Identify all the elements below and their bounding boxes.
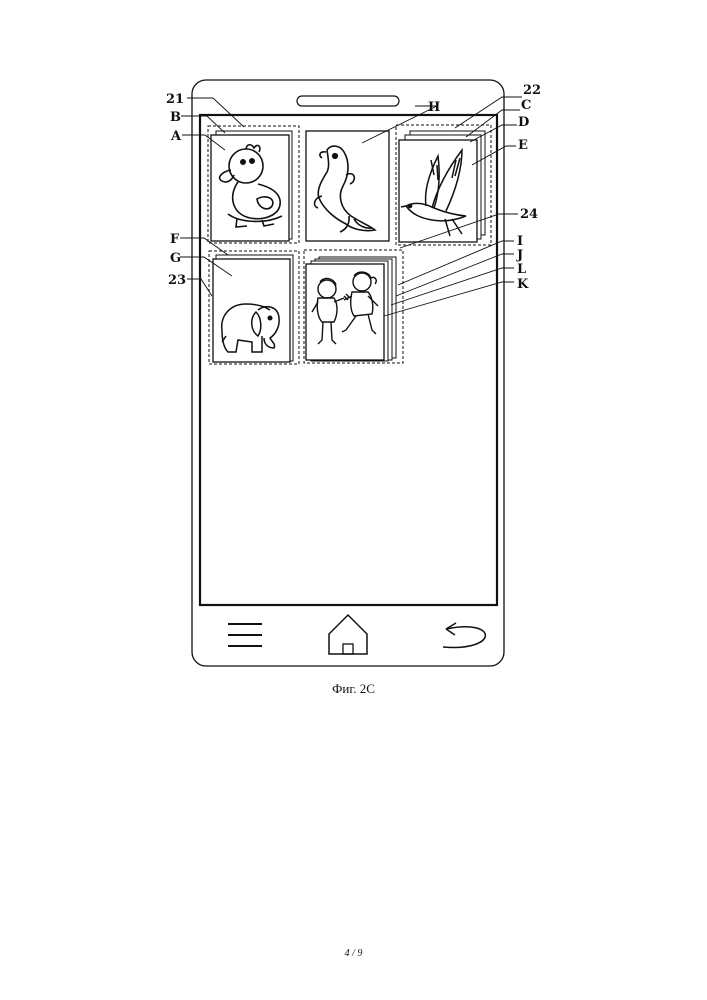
image-group-22[interactable] [396,125,491,245]
home-icon[interactable] [329,615,367,654]
image-group-21[interactable] [208,126,299,243]
label-j: J [516,248,523,263]
label-c: C [521,98,531,113]
image-h[interactable] [306,131,389,241]
label-24: 24 [520,207,538,222]
label-23: 23 [168,273,186,288]
label-i: I [517,234,523,249]
back-icon[interactable] [443,623,485,648]
label-h: H [428,100,440,115]
label-b: B [170,110,181,125]
label-l: L [517,262,526,277]
label-21: 21 [166,92,184,107]
image-group-23[interactable] [209,251,299,364]
page-number: 4 / 9 [0,948,707,959]
label-f: F [170,232,180,247]
menu-icon[interactable] [228,624,262,646]
label-d: D [518,115,529,130]
image-group-24[interactable] [304,250,403,363]
label-k: K [517,277,529,292]
figure-caption: Фиг. 2C [0,681,707,697]
label-e: E [518,138,528,153]
speaker-slot [297,96,399,106]
photo-card-a [211,135,289,241]
label-g: G [170,251,181,266]
label-22: 22 [523,83,541,98]
label-a: A [170,129,182,144]
